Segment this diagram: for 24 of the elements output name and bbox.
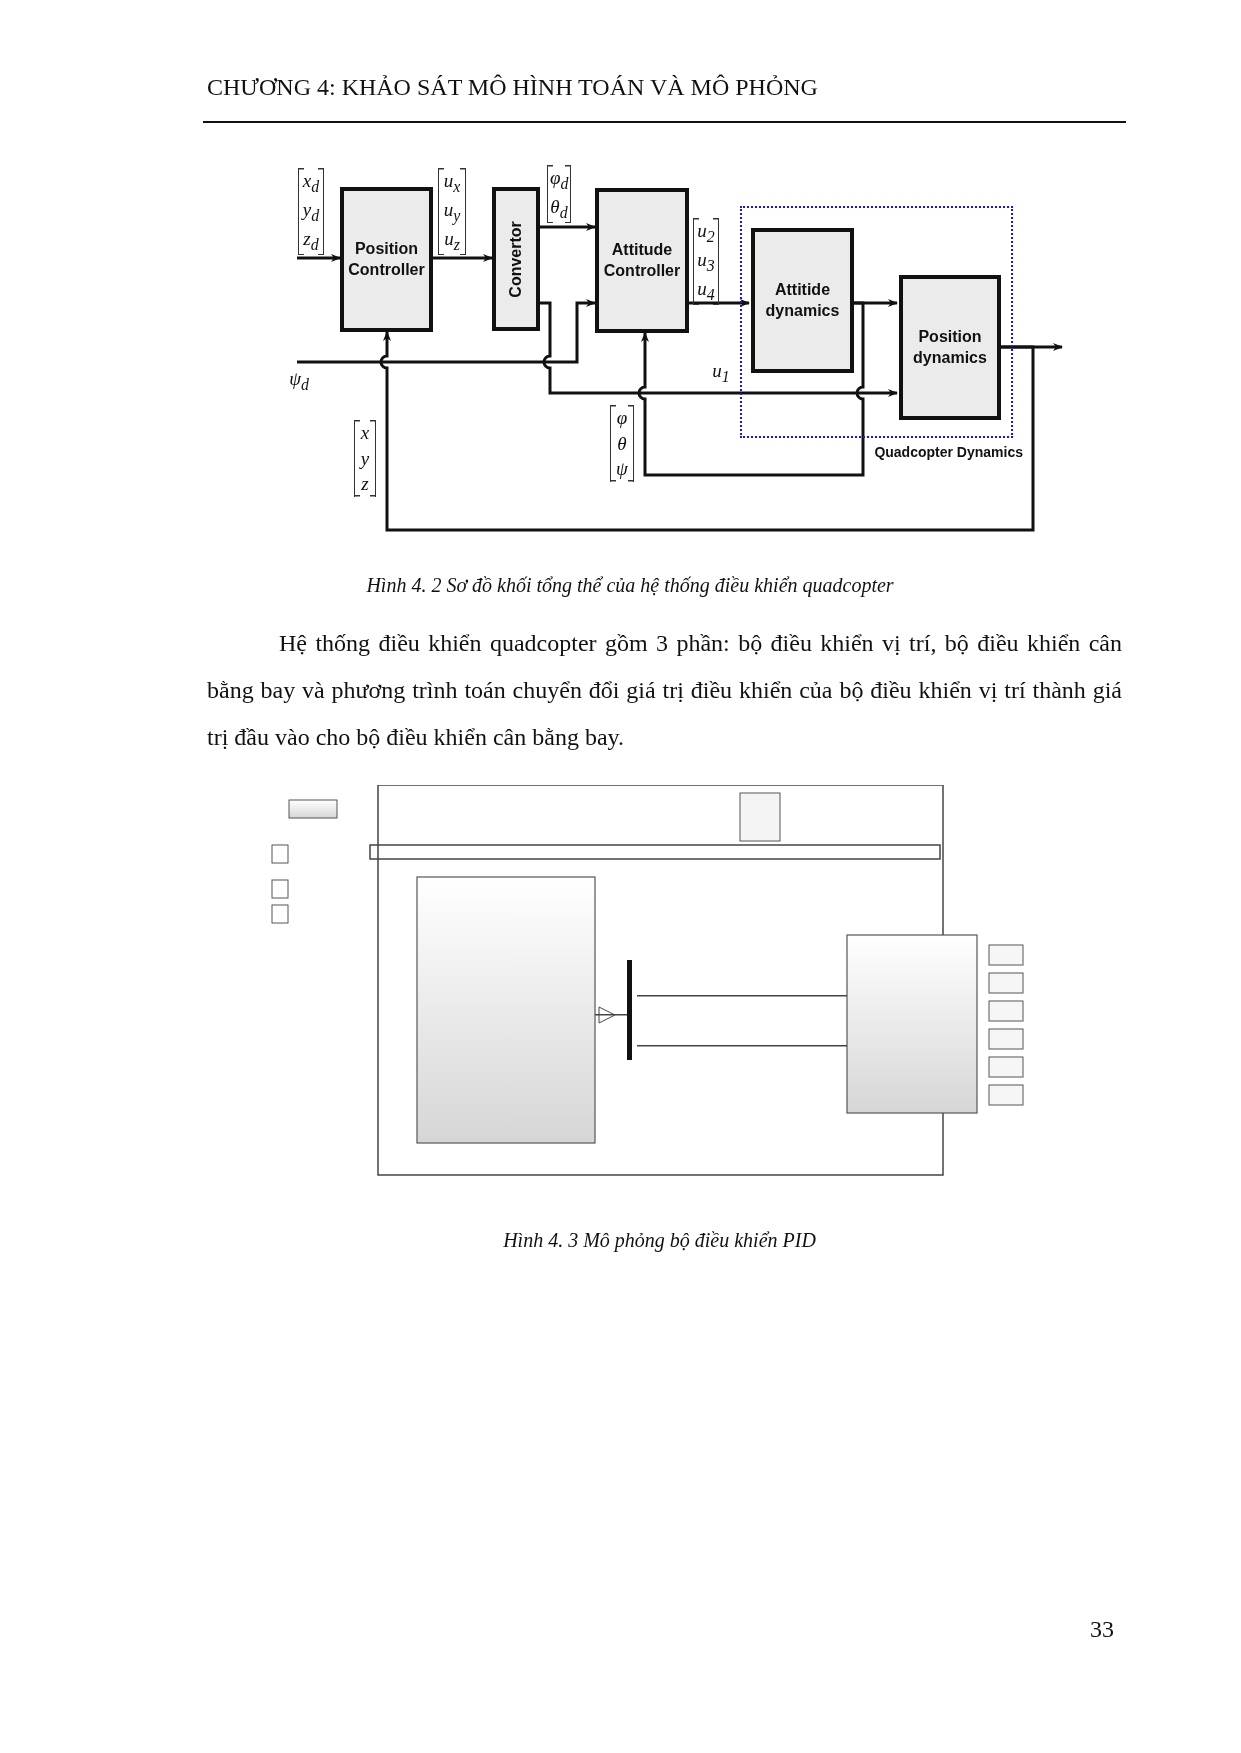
arrow: [379, 331, 1035, 532]
edge-label: u$_{x}$ u$_{y}$ u$_{z}$: [438, 168, 466, 256]
page-number: 33: [1090, 1616, 1114, 1643]
arrow: [540, 223, 596, 231]
edge-label: φ θ ψ: [610, 405, 634, 482]
group-label: Quadcopter Dynamics: [874, 444, 1023, 460]
block-box: Convertor: [492, 187, 540, 331]
arrow: [540, 301, 898, 397]
arrow: [433, 254, 493, 262]
edge-label: x y z: [354, 420, 376, 497]
block-box: Attitude Controller: [595, 188, 689, 333]
running-header: CHƯƠNG 4: KHẢO SÁT MÔ HÌNH TOÁN VÀ MÔ PHỎNG: [207, 74, 818, 101]
edge-label: u$_{2}$ u$_{3}$ u$_{4}$: [693, 218, 719, 306]
block-box: Position dynamics: [899, 275, 1001, 420]
edge-label: x$_{d}$ y$_{d}$ z$_{d}$: [298, 168, 324, 256]
block-box: Attitide dynamics: [751, 228, 854, 373]
body-paragraph: Hệ thống điều khiển quadcopter gồm 3 phần: bộ điều khiển vị trí, bộ điều khiển cân bằng bay và phương trình toán chuyển đổi giá trị điều khiển của bộ điều khiển vị trí thành giá trị đầu vào cho bộ điều khiển cân bằng bay.: [207, 629, 1122, 752]
arrow: [637, 301, 865, 477]
edge-label: φ$_{d}$ θ$_{d}$: [547, 165, 571, 224]
arrow: [297, 299, 596, 364]
block-box: Position Controller: [340, 187, 433, 332]
figure-caption: Hình 4. 3 Mô phỏng bộ điều khiển PID: [502, 1229, 817, 1252]
arrow: [297, 254, 341, 262]
figure-caption: Hình 4. 2 Sơ đồ khối tổng thể của hệ thống điều khiển quadcopter: [365, 574, 895, 597]
